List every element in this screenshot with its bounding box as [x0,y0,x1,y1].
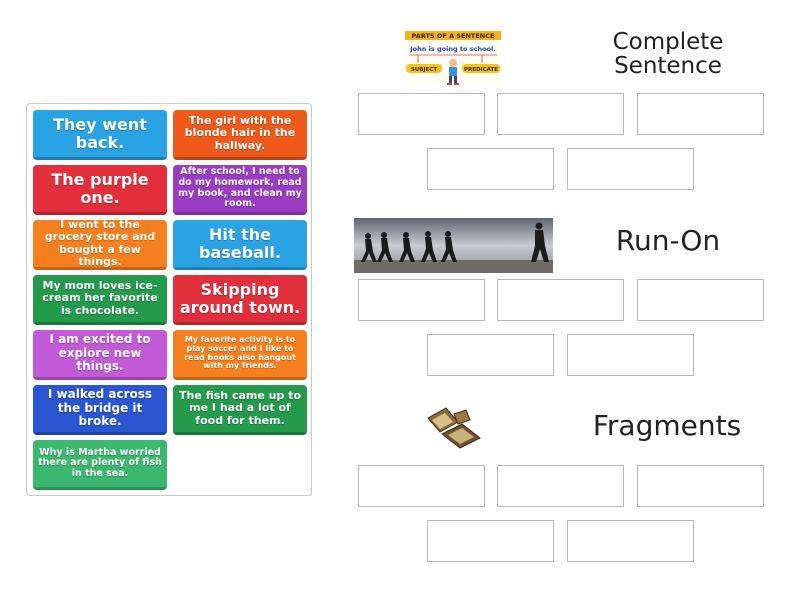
drop-slot-fragments-4[interactable] [427,520,554,562]
tile-8[interactable]: Skipping around town. [173,275,307,325]
image-predicate: PREDICATE [464,67,498,73]
tile-9[interactable]: I am excited to explore new things. [33,330,167,380]
drop-slot-runon-2[interactable] [497,279,624,321]
broken-pieces-graphic [427,407,481,449]
drop-slot-complete-5[interactable] [567,148,694,190]
runners-image [354,218,553,273]
tile-11[interactable]: I walked across the bridge it broke. [33,385,167,435]
image-sentence: John is going to school. [409,45,495,53]
tile-6[interactable]: Hit the baseball. [173,220,307,270]
tile-1[interactable]: They went back. [33,110,167,160]
parts-of-sentence-image: PARTS OF A SENTENCE John is going to sch… [404,30,502,86]
tile-7[interactable]: My mom loves ice-cream her favorite is c… [33,275,167,325]
drop-slot-complete-4[interactable] [427,148,554,190]
drop-slot-complete-1[interactable] [358,93,485,135]
drop-slot-fragments-1[interactable] [358,465,485,507]
image-subject: SUBJECT [411,67,437,73]
tile-10[interactable]: My favorite activity is to play soccer a… [173,330,307,380]
drop-slot-runon-1[interactable] [358,279,485,321]
drop-slot-fragments-3[interactable] [637,465,764,507]
group-title-run-on: Run-On [615,224,721,257]
drop-slot-runon-5[interactable] [567,334,694,376]
tile-13[interactable]: Why is Martha worried there are plenty o… [33,440,167,490]
drop-slot-complete-2[interactable] [497,93,624,135]
tile-2[interactable]: The girl with the blonde hair in the hal… [173,110,307,160]
tile-tray: They went back. The girl with the blonde… [26,103,312,496]
tile-4[interactable]: After school, I need to do my homework, … [173,165,307,215]
runners-graphic [354,218,553,273]
group-title-fragments: Fragments [592,409,742,442]
tile-3[interactable]: The purple one. [33,165,167,215]
parts-of-sentence-graphic: PARTS OF A SENTENCE John is going to sch… [404,30,502,86]
drop-slot-fragments-5[interactable] [567,520,694,562]
drop-slot-fragments-2[interactable] [497,465,624,507]
tile-12[interactable]: The fish came up to me I had a lot of fo… [173,385,307,435]
fragments-image [424,404,484,452]
group-title-complete-sentence: Complete Sentence [612,29,724,80]
drop-slot-runon-3[interactable] [637,279,764,321]
image-heading: PARTS OF A SENTENCE [412,32,495,40]
tile-5[interactable]: I went to the grocery store and bought a… [33,218,167,270]
drop-slot-runon-4[interactable] [427,334,554,376]
drop-slot-complete-3[interactable] [637,93,764,135]
